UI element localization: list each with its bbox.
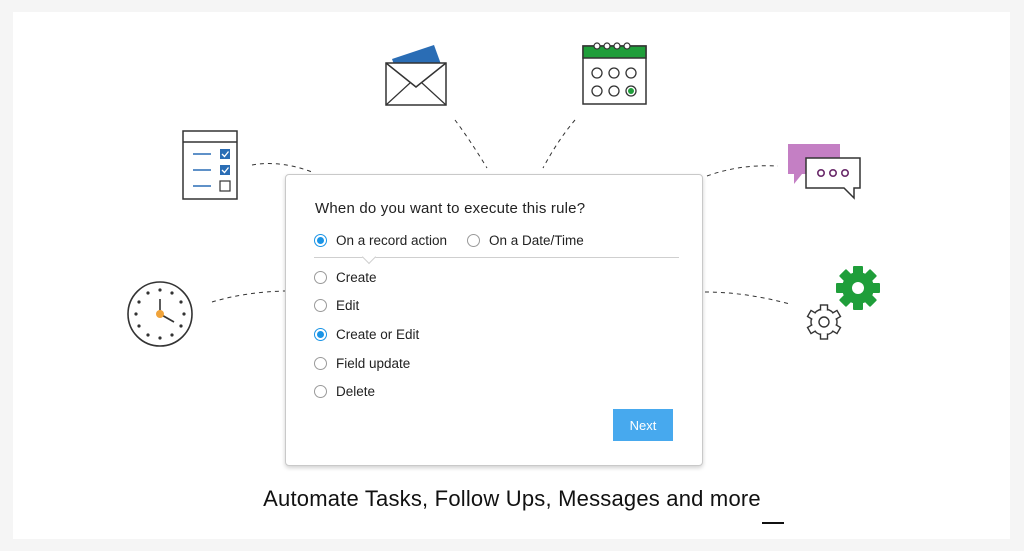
- option-label: Create: [336, 270, 377, 285]
- envelope-icon: [385, 45, 447, 106]
- option-label: Field update: [336, 356, 411, 371]
- headline-underline: [762, 522, 784, 524]
- radio-button[interactable]: [314, 357, 327, 370]
- connector-line: [704, 291, 791, 305]
- radio-button[interactable]: [467, 234, 480, 247]
- tab-pointer: [361, 249, 377, 265]
- headline: Automate Tasks, Follow Ups, Messages and…: [263, 486, 761, 511]
- radio-button-selected[interactable]: [314, 328, 327, 341]
- option-label: Delete: [336, 384, 376, 399]
- action-field-update-option[interactable]: Field update: [314, 356, 410, 371]
- action-delete-option[interactable]: Delete: [314, 384, 375, 399]
- divider: [314, 257, 679, 258]
- connector-line: [542, 119, 576, 169]
- radio-button[interactable]: [314, 271, 327, 284]
- clock-icon: [127, 281, 193, 347]
- option-label: Create or Edit: [336, 327, 420, 342]
- action-create-option[interactable]: Create: [314, 270, 377, 285]
- radio-button[interactable]: [314, 385, 327, 398]
- dialog-question: When do you want to execute this rule?: [315, 200, 586, 217]
- connector-line: [251, 163, 313, 173]
- radio-button-selected[interactable]: [314, 234, 327, 247]
- option-label: Edit: [336, 298, 360, 313]
- chat-bubble-icon: [788, 144, 861, 200]
- action-edit-option[interactable]: Edit: [314, 298, 359, 313]
- gears-icon: [806, 266, 880, 340]
- radio-button[interactable]: [314, 299, 327, 312]
- action-create-or-edit-option[interactable]: Create or Edit: [314, 327, 419, 342]
- option-label: On a Date/Time: [489, 233, 584, 248]
- connector-line: [706, 165, 779, 177]
- connector-line: [211, 290, 286, 303]
- option-label: On a record action: [336, 233, 448, 248]
- next-button[interactable]: Next: [613, 409, 673, 441]
- rule-dialog: When do you want to execute this rule? O…: [285, 174, 703, 466]
- mode-record-action-option[interactable]: On a record action: [314, 233, 447, 248]
- calendar-icon: [582, 42, 647, 105]
- checklist-icon: [182, 130, 238, 200]
- mode-date-time-option[interactable]: On a Date/Time: [467, 233, 584, 248]
- connector-line: [454, 119, 488, 169]
